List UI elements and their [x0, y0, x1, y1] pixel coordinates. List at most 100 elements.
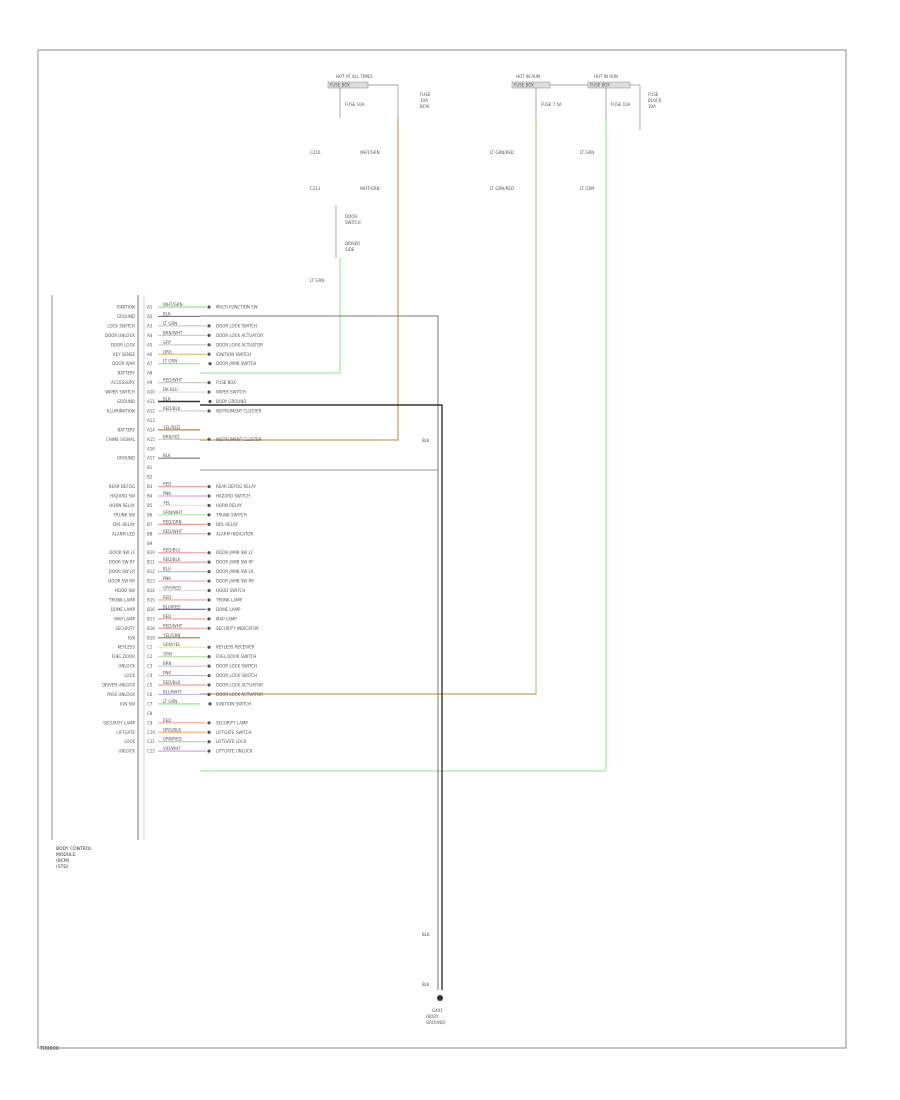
pin-wire-color: RED/GRN	[163, 519, 182, 524]
pin-name: IGNITION	[117, 305, 135, 310]
pin-number: A12	[147, 408, 155, 413]
pin-wire-color: GRN/RED	[163, 737, 182, 742]
pin-number: A6	[147, 352, 153, 357]
pin-connector-dot	[207, 333, 211, 337]
pin-connector-dot	[208, 702, 212, 706]
pin-number: B18	[147, 626, 155, 631]
pin-wire-color: GRY	[163, 340, 172, 345]
pin-name: GROUND	[117, 456, 135, 461]
pin-wire-color: GRN	[163, 652, 172, 657]
pin-destination: LIFTGATE SWITCH	[216, 730, 252, 735]
svg-text:BLK: BLK	[422, 932, 430, 937]
pin-destination: DOOR JAMB SW RR	[216, 579, 254, 584]
svg-text:BLOCK: BLOCK	[648, 98, 662, 103]
pin-name: DRIVER UNLOCK	[102, 683, 135, 688]
pin-name: KEYLESS	[118, 645, 136, 650]
pin-wire-color: GRN/YEL	[163, 642, 181, 647]
pin-name: BATTERY	[118, 427, 136, 432]
svg-text:DOOR: DOOR	[345, 214, 357, 219]
pin-number: B16	[147, 607, 155, 612]
svg-text:C211: C211	[310, 186, 321, 191]
pin-wire-color: ORG	[163, 349, 172, 354]
intermediate-connectors: C210 C211 WHT/GRN WHT/GRN LT GRN/RED LT …	[310, 150, 594, 283]
svg-text:WHT/GRN: WHT/GRN	[360, 150, 380, 155]
pin-number: A3	[147, 323, 153, 328]
pin-connector-dot	[207, 352, 211, 356]
svg-text:WHT/GRN: WHT/GRN	[360, 186, 380, 191]
svg-text:LT GRN: LT GRN	[310, 278, 324, 283]
svg-text:(BODY: (BODY	[426, 1014, 439, 1019]
pin-number: C11	[147, 739, 155, 744]
pin-number: A15	[147, 437, 155, 442]
pin-number: C6	[147, 692, 153, 697]
pin-name: LOCK	[124, 673, 135, 678]
svg-text:G401: G401	[432, 1008, 443, 1013]
pin-row: A16	[147, 446, 155, 451]
pin-number: B7	[147, 522, 153, 527]
fuse-box-2: HOT IN RUN FUSE BOX FUSE 7.5A	[511, 74, 588, 120]
pin-connector-dot	[208, 362, 212, 366]
pin-destination: DOOR LOCK SWITCH	[216, 664, 257, 669]
pin-row: B1	[147, 465, 153, 470]
pin-connector-dot	[207, 503, 211, 508]
pin-name: UNLOCK	[118, 749, 135, 754]
pin-number: C1	[147, 645, 153, 650]
pin-name: IGN	[128, 635, 135, 640]
pin-connector-dot	[207, 740, 211, 744]
pin-destination: DOOR LOCK SWITCH	[216, 673, 257, 678]
pin-wire-color: GRN/WHT	[163, 510, 183, 515]
pin-connector-dot	[207, 598, 211, 602]
pin-number: B9	[147, 541, 153, 546]
svg-text:10A: 10A	[648, 104, 656, 109]
pin-row: C8	[147, 711, 153, 716]
pin-number: B8	[147, 531, 153, 536]
pin-number: B19	[147, 635, 155, 640]
pin-number: B6	[147, 512, 153, 517]
pin-destination: REAR DEFOG RELAY	[216, 484, 257, 489]
pin-destination: IGNITION SWITCH	[216, 701, 251, 706]
pin-number: A13	[147, 418, 155, 423]
pin-destination: SECURITY INDICATOR	[216, 626, 259, 631]
pin-number: A2	[147, 314, 153, 319]
pin-number: C5	[147, 683, 153, 688]
pin-destination: HORN RELAY	[216, 503, 242, 508]
pin-name: FUEL DOOR	[112, 654, 136, 659]
pin-number: B11	[147, 560, 155, 565]
pin-wire-color: PNK	[163, 491, 171, 496]
pin-number: B14	[147, 588, 155, 593]
pin-destination: INSTRUMENT CLUSTER	[216, 437, 262, 442]
pin-number: A5	[147, 342, 153, 347]
pin-name: DOOR SW RR	[108, 579, 135, 584]
pin-number: A9	[147, 380, 153, 385]
pin-number: C9	[147, 720, 153, 725]
svg-text:SIDE: SIDE	[345, 247, 355, 252]
pin-number: A8	[147, 371, 153, 376]
pin-destination: DOOR JAMB SWITCH	[216, 361, 256, 366]
pin-destination: DOOR LOCK SWITCH	[216, 323, 257, 328]
pin-wire-color: LT GRN	[163, 321, 177, 326]
pin-destination: IGNITION SWITCH	[216, 352, 251, 357]
pin-number: A16	[147, 446, 155, 451]
pin-connector-dot	[207, 560, 211, 564]
pin-destination: DOOR JAMB SW LF	[216, 550, 254, 555]
pin-destination: DOOR LOCK ACTUATOR	[216, 342, 263, 347]
pin-name: LOCK SWITCH	[107, 323, 135, 328]
pin-name: DOOR SW LR	[109, 569, 135, 574]
pin-destination: FUEL DOOR SWITCH	[216, 654, 256, 659]
pin-destination: LIFTGATE LOCK	[216, 739, 247, 744]
